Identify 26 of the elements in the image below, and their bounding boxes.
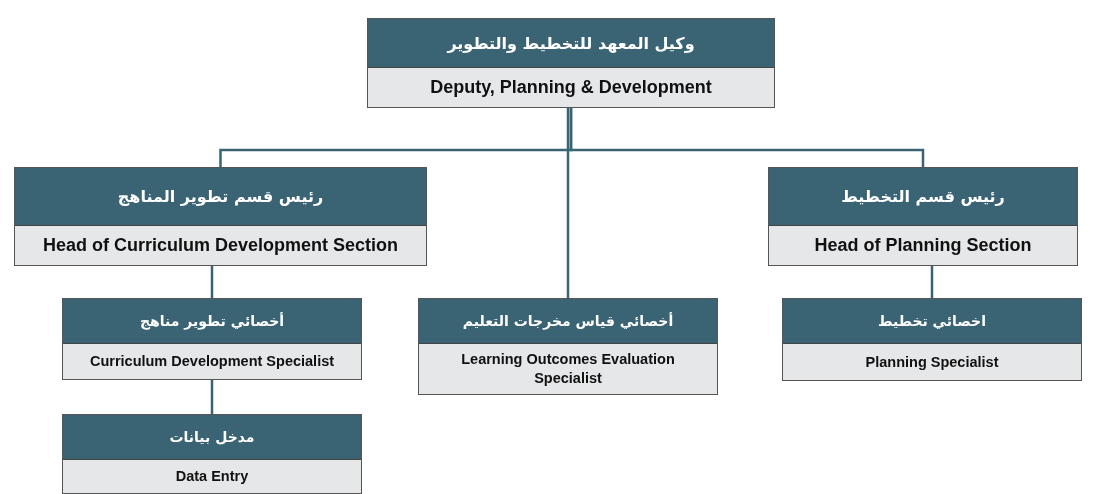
heading-band: أخصائي قياس مخرجات التعليم: [419, 299, 717, 344]
heading-band: اخصائي تخطيط: [783, 299, 1081, 344]
title-label: Head of Planning Section: [813, 233, 1033, 257]
title-label: Head of Curriculum Development Section: [41, 233, 400, 257]
org-box: [62, 298, 362, 380]
heading-band: أخصائي تطوير مناهج: [63, 299, 361, 344]
org-box: [14, 167, 427, 266]
heading-band: وكيل المعهد للتخطيط والتطوير: [368, 19, 774, 68]
org-box: [782, 298, 1082, 381]
title-label: Learning Outcomes Evaluation Specialist: [460, 350, 676, 388]
org-box: [418, 298, 718, 395]
connector-line: [210, 266, 214, 298]
title-label: Planning Specialist: [864, 352, 1000, 372]
title-label: Data Entry: [174, 467, 250, 487]
connector-line: [566, 108, 570, 298]
title-label: Deputy, Planning & Development: [429, 75, 713, 99]
connector-line: [930, 266, 934, 298]
heading-band: رئيس قسم تطوير المناهج: [15, 168, 426, 226]
title-label: Curriculum Development Specialist: [88, 352, 336, 372]
org-box: [367, 18, 775, 108]
heading-band: مدخل بيانات: [63, 415, 361, 460]
heading-band: رئيس قسم التخطيط: [769, 168, 1077, 226]
org-box: [768, 167, 1078, 266]
connector-line: [210, 380, 214, 414]
connector-line: [569, 108, 925, 167]
org-box: [62, 414, 362, 494]
